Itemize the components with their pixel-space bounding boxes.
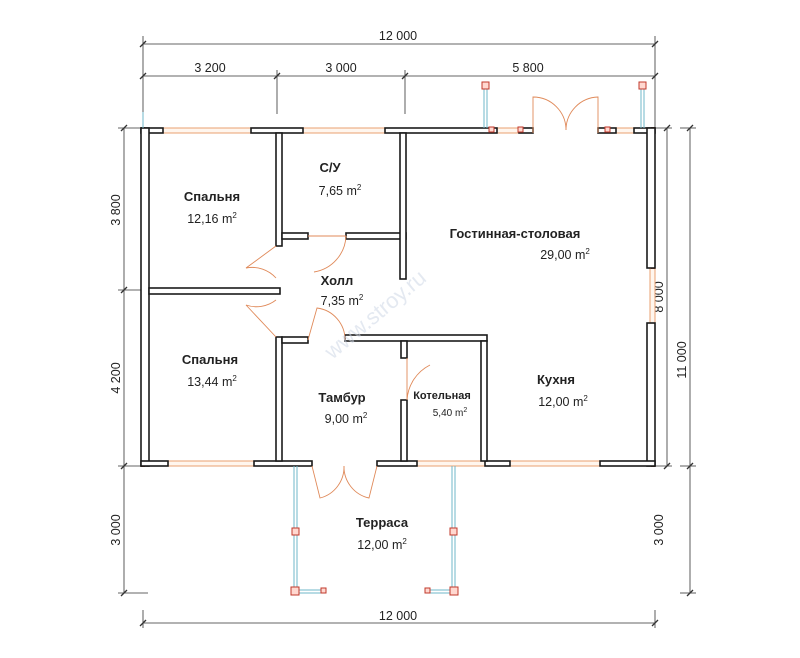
room-terrace: Терраса 12,00 m2 <box>356 515 409 552</box>
dim-right-lower: 3 000 <box>652 514 666 545</box>
room-hall-area: 7,35 m2 <box>321 293 364 308</box>
room-bedroom-bottom: Спальня 13,44 m2 <box>182 352 238 389</box>
doors <box>245 96 599 499</box>
room-vestibule-area: 9,00 m2 <box>325 411 368 426</box>
room-boiler: Котельная 5,40 m2 <box>413 390 471 419</box>
room-terrace-name: Терраса <box>356 515 409 530</box>
dim-top-total: 12 000 <box>379 29 417 43</box>
room-living-area: 29,00 m2 <box>540 247 590 262</box>
dim-top-seg-2: 3 000 <box>325 61 356 75</box>
room-bedroom-top: Спальня 12,16 m2 <box>184 189 240 226</box>
room-bathroom-name: С/У <box>319 160 341 175</box>
room-bedroom-bottom-name: Спальня <box>182 352 238 367</box>
room-kitchen-name: Кухня <box>537 372 575 387</box>
room-kitchen-area: 12,00 m2 <box>538 394 588 409</box>
room-living: Гостинная-столовая 29,00 m2 <box>450 226 591 262</box>
room-boiler-area: 5,40 m2 <box>433 407 468 419</box>
dim-left-seg-3: 3 000 <box>109 514 123 545</box>
room-terrace-area: 12,00 m2 <box>357 537 407 552</box>
room-bedroom-bottom-area: 13,44 m2 <box>187 374 237 389</box>
room-bathroom-area: 7,65 m2 <box>319 183 362 198</box>
room-bedroom-top-name: Спальня <box>184 189 240 204</box>
room-kitchen: Кухня 12,00 m2 <box>537 372 588 409</box>
dim-left-seg-2: 4 200 <box>109 362 123 393</box>
dimension-lines <box>118 36 696 628</box>
walls <box>140 127 656 467</box>
dim-right-total: 11 000 <box>675 341 689 378</box>
room-bathroom: С/У 7,65 m2 <box>319 160 362 198</box>
room-bedroom-top-area: 12,16 m2 <box>187 211 237 226</box>
dim-top-seg-1: 3 200 <box>194 61 225 75</box>
room-vestibule: Тамбур 9,00 m2 <box>318 390 367 426</box>
room-boiler-name: Котельная <box>413 390 471 402</box>
dim-bottom-total: 12 000 <box>379 609 417 623</box>
dim-left-seg-1: 3 800 <box>109 194 123 225</box>
dim-top-seg-3: 5 800 <box>512 61 543 75</box>
room-hall-name: Холл <box>321 273 354 288</box>
room-hall: Холл 7,35 m2 <box>321 273 364 308</box>
dimension-ticks <box>120 40 694 627</box>
room-vestibule-name: Тамбур <box>318 390 365 405</box>
room-living-name: Гостинная-столовая <box>450 226 581 241</box>
railing-posts <box>290 81 647 596</box>
